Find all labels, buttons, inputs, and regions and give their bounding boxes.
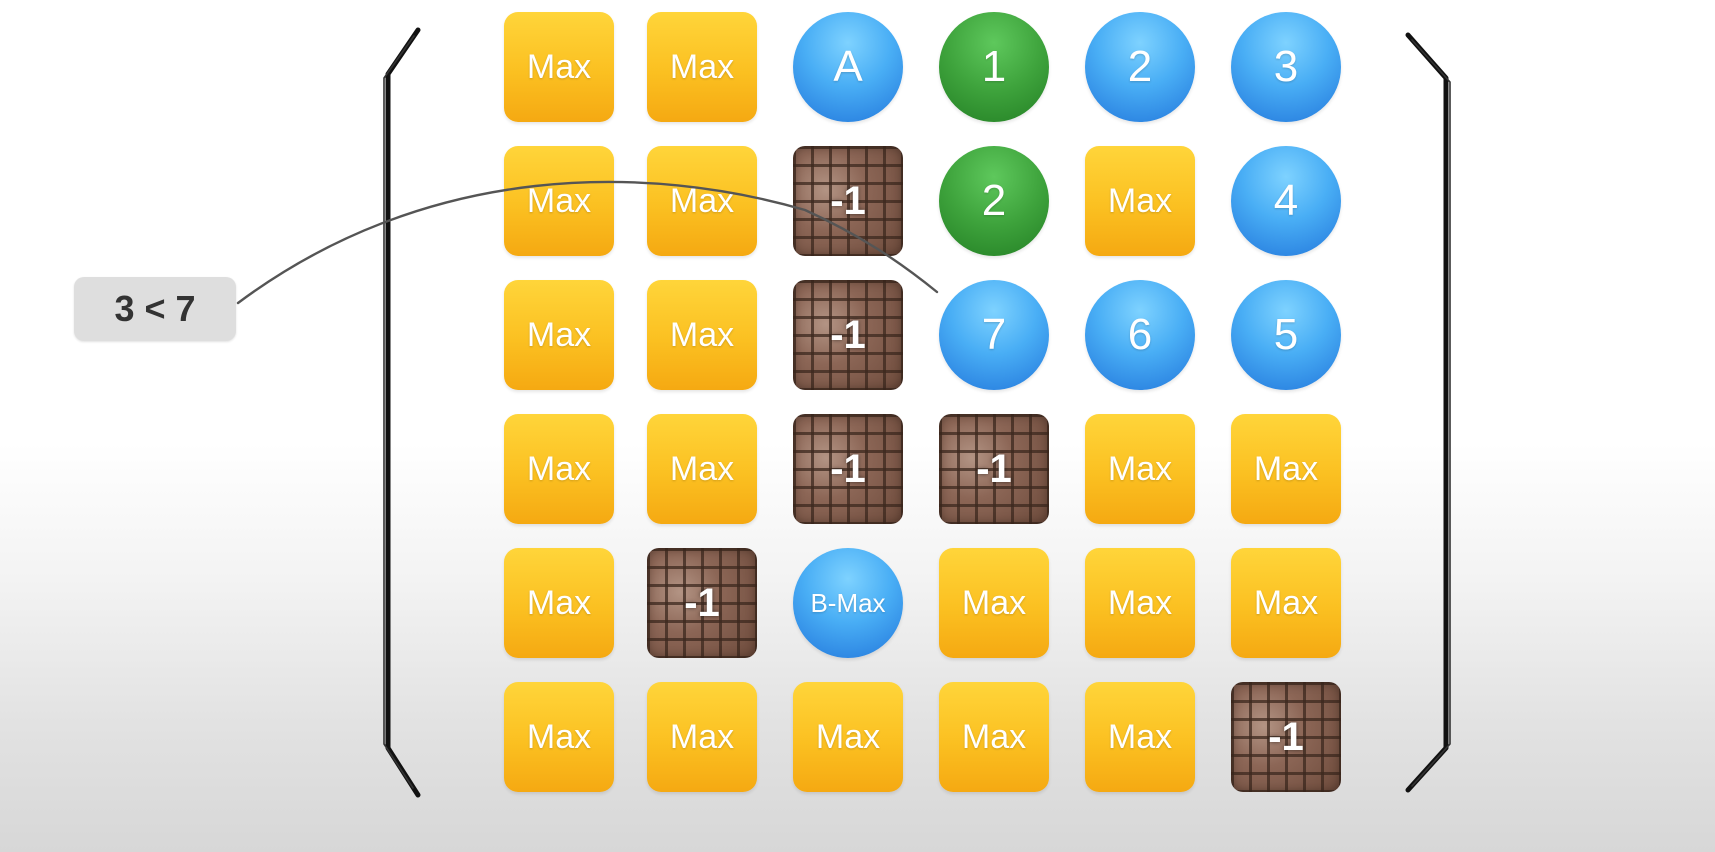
max-tile-r3c2: Max xyxy=(647,280,757,390)
cell-label: Max xyxy=(1107,583,1173,622)
cell-label: Max xyxy=(669,315,735,354)
wall-tile-r3c3: -1 xyxy=(793,280,903,390)
max-tile-r6c3: Max xyxy=(793,682,903,792)
green-circle-r1c4: 1 xyxy=(939,12,1049,122)
cell-label: Max xyxy=(669,181,735,220)
cell-label: 4 xyxy=(1273,176,1299,225)
blue-circle-r1c5: 2 xyxy=(1085,12,1195,122)
max-tile-r6c2: Max xyxy=(647,682,757,792)
wall-tile-r6c6: -1 xyxy=(1231,682,1341,792)
blue-circle-r1c6: 3 xyxy=(1231,12,1341,122)
max-tile-r6c4: Max xyxy=(939,682,1049,792)
cell-label: Max xyxy=(1253,449,1319,488)
cell-label: -1 xyxy=(976,446,1012,491)
right-bracket-inner xyxy=(1411,39,1451,787)
cell-label: A xyxy=(833,42,863,91)
cell-label: Max xyxy=(815,717,881,756)
cell-label: Max xyxy=(1107,181,1173,220)
max-tile-r1c1: Max xyxy=(504,12,614,122)
left-bracket xyxy=(385,27,421,798)
cell-label: Max xyxy=(1107,717,1173,756)
cell-label: 2 xyxy=(981,176,1007,225)
blue-circle-r2c6: 4 xyxy=(1231,146,1341,256)
cell-label: 5 xyxy=(1273,310,1299,359)
cell-label: -1 xyxy=(830,446,866,491)
cell-label: -1 xyxy=(830,178,866,223)
cell-label: 3 xyxy=(1273,42,1299,91)
cell-label: Max xyxy=(526,583,592,622)
wall-tile-r2c3: -1 xyxy=(793,146,903,256)
max-tile-r5c6: Max xyxy=(1231,548,1341,658)
wall-tile-r5c2: -1 xyxy=(647,548,757,658)
blue-circle-r3c4: 7 xyxy=(939,280,1049,390)
cell-label: Max xyxy=(1253,583,1319,622)
cell-label: Max xyxy=(526,449,592,488)
cell-label: Max xyxy=(526,181,592,220)
max-tile-r5c1: Max xyxy=(504,548,614,658)
max-tile-r3c1: Max xyxy=(504,280,614,390)
cell-label: -1 xyxy=(684,580,720,625)
blue-circle-r5c3: B-Max xyxy=(793,548,903,658)
comparison-label: 3 < 7 xyxy=(74,277,236,341)
cell-label: -1 xyxy=(1268,714,1304,759)
max-tile-r5c4: Max xyxy=(939,548,1049,658)
max-tile-r1c2: Max xyxy=(647,12,757,122)
right-bracket xyxy=(1405,32,1449,793)
cell-label: 7 xyxy=(981,310,1007,359)
cell-label: B-Max xyxy=(810,587,886,618)
blue-circle-r3c5: 6 xyxy=(1085,280,1195,390)
cell-label: Max xyxy=(526,47,592,86)
max-tile-r2c1: Max xyxy=(504,146,614,256)
max-tile-r2c2: Max xyxy=(647,146,757,256)
max-tile-r6c5: Max xyxy=(1085,682,1195,792)
cell-label: Max xyxy=(526,315,592,354)
cell-label: -1 xyxy=(830,312,866,357)
wall-tile-r4c4: -1 xyxy=(939,414,1049,524)
green-circle-r2c4: 2 xyxy=(939,146,1049,256)
max-tile-r2c5: Max xyxy=(1085,146,1195,256)
max-tile-r4c1: Max xyxy=(504,414,614,524)
cell-label: 6 xyxy=(1127,310,1153,359)
cell-label: Max xyxy=(1107,449,1173,488)
max-tile-r4c6: Max xyxy=(1231,414,1341,524)
cell-label: 2 xyxy=(1127,42,1153,91)
max-tile-r5c5: Max xyxy=(1085,548,1195,658)
cell-label: Max xyxy=(961,583,1027,622)
cell-label: Max xyxy=(961,717,1027,756)
cell-label: Max xyxy=(669,449,735,488)
cell-label: 1 xyxy=(981,42,1007,91)
wall-tile-r4c3: -1 xyxy=(793,414,903,524)
cell-label: Max xyxy=(669,717,735,756)
cell-label: Max xyxy=(526,717,592,756)
cell-label: Max xyxy=(669,47,735,86)
left-bracket-inner xyxy=(383,35,415,789)
blue-circle-r3c6: 5 xyxy=(1231,280,1341,390)
max-tile-r6c1: Max xyxy=(504,682,614,792)
max-tile-r4c5: Max xyxy=(1085,414,1195,524)
blue-circle-r1c3: A xyxy=(793,12,903,122)
max-tile-r4c2: Max xyxy=(647,414,757,524)
